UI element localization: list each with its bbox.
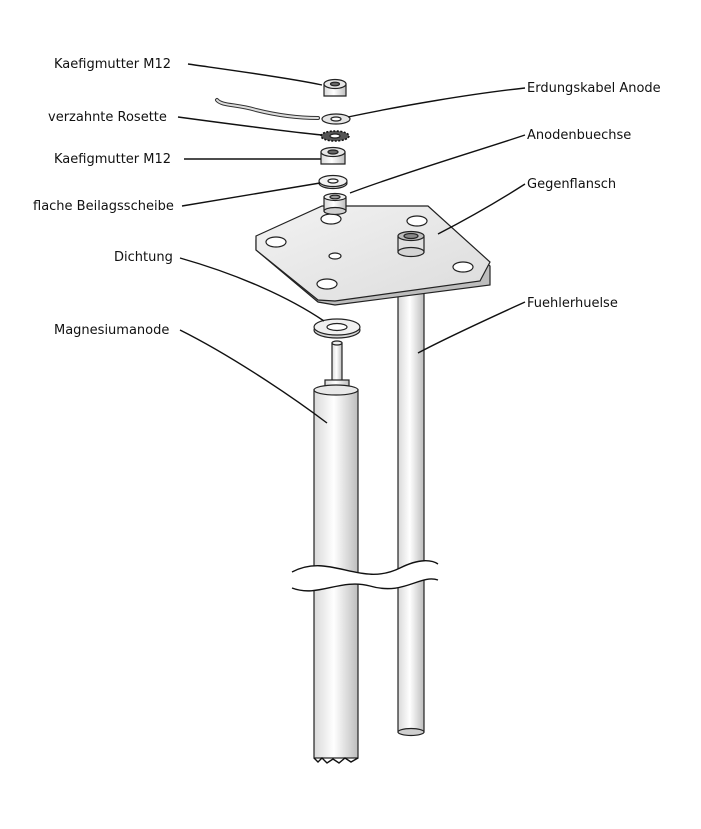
leader-gasket [179,257,325,322]
cage-nut-top [323,78,347,97]
label-anode: Magnesiumanode [54,323,169,338]
label-sensor-sleeve: Fuehlerhuelse [527,296,618,311]
leader-counter-flange [437,183,526,235]
gasket [313,318,361,339]
label-anode-socket: Anodenbuechse [527,128,631,143]
magnesium-anode [313,340,359,764]
labels: Kaefigmutter M12 verzahnte Rosette Kaefi… [33,57,661,338]
leader-sensor-sleeve [417,301,526,354]
sensor-sleeve [397,291,425,737]
serrated-rosette [320,130,350,142]
leader-ground-cable [347,87,526,118]
counter-flange-plate [255,205,491,306]
leader-anode-socket [349,134,526,194]
leader-lines [177,63,526,424]
label-rosette: verzahnte Rosette [48,110,167,125]
leader-nut-top [187,63,323,86]
anode-socket [323,192,347,216]
flat-washer [318,174,348,190]
leader-washer [181,182,321,207]
label-gasket: Dichtung [114,250,173,265]
label-counter-flange: Gegenflansch [527,177,616,192]
label-nut-mid: Kaefigmutter M12 [54,152,171,167]
label-ground-cable: Erdungskabel Anode [527,81,661,96]
ground-cable [215,98,351,125]
leader-anode [179,329,328,424]
cage-nut-middle [320,146,346,165]
break-band [291,560,439,592]
leader-rosette [177,116,323,136]
label-nut-top: Kaefigmutter M12 [54,57,171,72]
label-washer: flache Beilagsscheibe [33,199,174,214]
